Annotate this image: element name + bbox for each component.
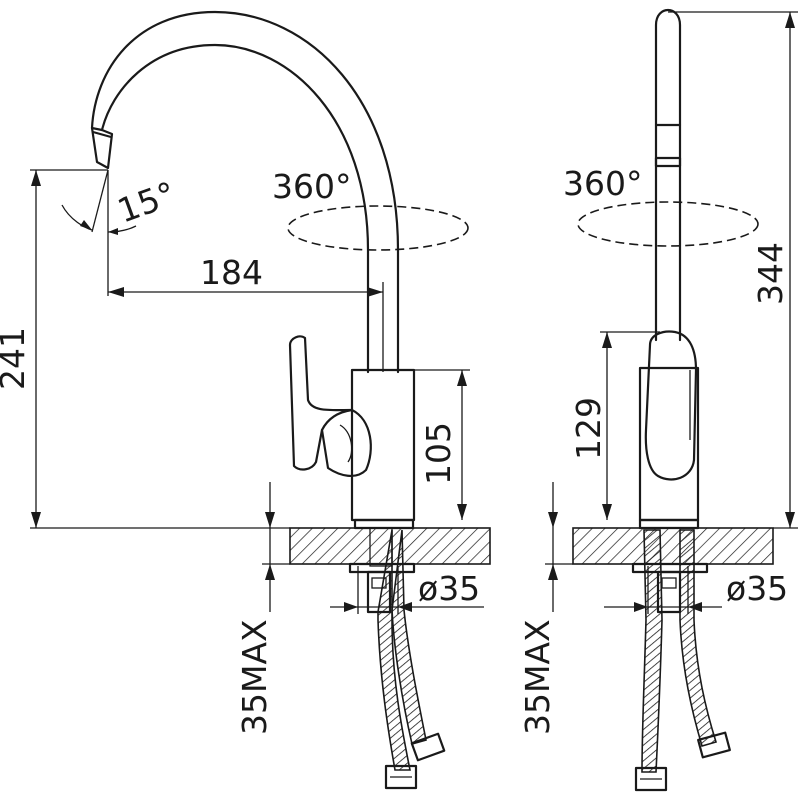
side-height-dimension: 344: [668, 11, 798, 528]
side-body-dimension: 129: [569, 331, 660, 520]
side-lever-handle: [644, 330, 698, 481]
side-rotation-label: 360°: [563, 164, 643, 203]
front-deck-label: 35MAX: [235, 619, 274, 735]
side-spout: [654, 8, 682, 342]
front-countertop: [30, 527, 491, 565]
front-under-counter: [348, 527, 446, 790]
side-rotation-indicator: 360°: [563, 164, 759, 247]
front-angle-label: 15°: [112, 174, 180, 231]
front-view: 360° 15° 184 241: [0, 10, 491, 790]
side-hole-dimension: ø35: [604, 566, 788, 614]
front-body-label: 105: [419, 422, 458, 485]
front-reach-label: 184: [200, 253, 263, 292]
side-hole-label: ø35: [726, 569, 788, 608]
front-spout: [90, 10, 400, 374]
side-body: [638, 366, 700, 530]
front-hole-label: ø35: [418, 569, 480, 608]
side-under-counter: [631, 529, 731, 792]
side-countertop: [572, 527, 798, 565]
front-body: [350, 368, 416, 530]
front-hole-dimension: ø35: [330, 566, 484, 614]
front-rotation-indicator: 360°: [272, 167, 469, 251]
side-view: 360° 344 129 ø35: [518, 8, 798, 792]
front-angle-dimension: 15°: [30, 169, 181, 296]
side-deck-label: 35MAX: [518, 619, 557, 735]
front-lever-handle: [288, 335, 372, 477]
front-body-dimension: 105: [414, 369, 470, 520]
side-deck-dimension: 35MAX: [518, 482, 573, 735]
side-body-label: 129: [569, 397, 608, 460]
front-deck-dimension: 35MAX: [235, 482, 290, 735]
front-rotation-label: 360°: [272, 167, 352, 206]
front-height-label: 241: [0, 327, 32, 390]
front-reach-dimension: 184: [108, 253, 384, 372]
side-height-label: 344: [751, 242, 790, 305]
front-height-dimension: 241: [0, 170, 41, 528]
